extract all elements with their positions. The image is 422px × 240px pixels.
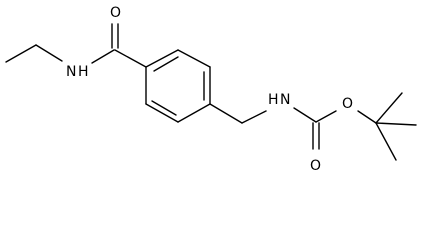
- bond-ring-ch2: [209, 103, 243, 124]
- bond-amide-n-carbon: [91, 49, 115, 64]
- chemical-structure: N H O H N O O: [5, 5, 417, 174]
- bond-ester-o-quaternary-c: [357, 110, 377, 124]
- ester-oxygen-label: O: [342, 96, 353, 112]
- amide-oxygen-label: O: [110, 5, 121, 21]
- bond-tbutyl-methyl-bottom: [375, 122, 397, 161]
- bonds: [5, 23, 417, 161]
- structure-canvas: N H O H N O O: [5, 5, 417, 174]
- bond-terminal-methyl: [5, 44, 37, 63]
- bond-tbutyl-methyl-right: [375, 122, 417, 126]
- ring-bond-2: [177, 49, 211, 68]
- bond-tbutyl-methyl-top: [375, 92, 403, 124]
- ring-bond-4: [177, 103, 211, 123]
- ring-inner-bond-3: [151, 100, 177, 116]
- carbamate-nitrogen-label: N: [280, 92, 290, 108]
- carbamate-hydrogen-label: H: [268, 92, 279, 108]
- amide-nitrogen-label: N: [66, 64, 76, 80]
- ring-inner-bond-1: [153, 56, 179, 72]
- carbamate-oxygen-label: O: [310, 158, 321, 174]
- bond-amide-ring: [114, 49, 147, 68]
- bond-carbamate-n-carbon: [293, 107, 317, 123]
- bond-carbamate-ester-o: [315, 110, 337, 123]
- ring-bond-5: [145, 103, 179, 123]
- atom-labels: N H O H N O O: [66, 5, 353, 174]
- bond-ch2-carbamate-n: [241, 110, 267, 124]
- ring-bond-1: [145, 49, 179, 68]
- amide-hydrogen-label: H: [78, 64, 89, 80]
- bond-ethyl-ch2-n: [35, 44, 63, 62]
